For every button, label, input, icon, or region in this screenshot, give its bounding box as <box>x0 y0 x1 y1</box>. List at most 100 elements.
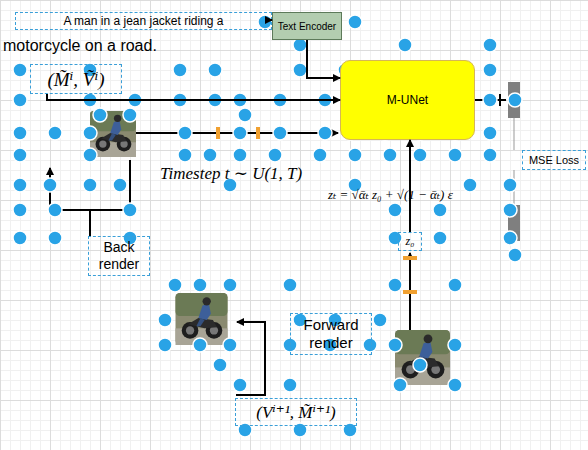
selection-handle <box>43 178 57 192</box>
arrow-connector <box>265 19 272 21</box>
selection-handle <box>483 93 497 107</box>
selection-handle <box>483 126 497 140</box>
selection-handle <box>433 231 447 245</box>
selection-handle <box>223 278 237 292</box>
selection-handle <box>213 358 227 372</box>
selection-handle <box>413 93 427 107</box>
selection-handle <box>203 148 217 162</box>
node-text: zₜ = √ᾱₜ z₀ + √(1 − ᾱₜ) ε <box>328 187 453 203</box>
selection-handle <box>258 15 272 29</box>
render-label: Back render <box>88 236 150 276</box>
selection-handle <box>13 93 27 107</box>
selection-handle <box>448 126 462 140</box>
node-text: z₀ <box>406 234 415 249</box>
selection-handle <box>178 148 192 162</box>
selection-handle <box>508 93 522 107</box>
latent-box: z₀ <box>398 232 422 251</box>
selection-handle <box>293 63 307 77</box>
selection-handle <box>413 358 427 372</box>
selection-handle <box>293 38 307 52</box>
selection-handle <box>388 278 402 292</box>
node-text: M-UNet <box>387 93 428 139</box>
selection-handle <box>193 278 207 292</box>
selection-handle <box>238 423 252 437</box>
selection-handle <box>293 313 307 327</box>
selection-handle <box>378 63 392 77</box>
render-label: Forward render <box>290 313 372 355</box>
selection-handle <box>233 148 247 162</box>
node-text: Forward render <box>291 316 371 352</box>
node-text: Text Encoder <box>278 21 336 32</box>
selection-handle <box>448 278 462 292</box>
selection-handle <box>123 203 137 217</box>
timestep-label: Timestep t ∼ U(1, T) <box>160 162 350 184</box>
selection-handle <box>13 148 27 162</box>
selection-handle <box>343 423 357 437</box>
selection-handle <box>13 231 27 245</box>
selection-handle <box>123 231 137 245</box>
selection-handle <box>283 15 297 29</box>
selection-handle <box>313 148 327 162</box>
selection-handle <box>413 126 427 140</box>
selection-handle <box>93 108 107 122</box>
selection-handle <box>13 203 27 217</box>
selection-handle <box>273 126 287 140</box>
selection-handle <box>383 148 397 162</box>
selection-handle <box>158 338 172 352</box>
selection-handle <box>83 148 97 162</box>
selection-handle <box>388 231 402 245</box>
selection-handle <box>373 313 387 327</box>
selection-handle <box>238 108 252 122</box>
selection-handle <box>348 148 362 162</box>
selection-handle <box>233 126 247 140</box>
node-text: A man in a jean jacket riding a <box>15 12 272 30</box>
selection-handle <box>83 126 97 140</box>
selection-handle <box>463 178 477 192</box>
selection-handle <box>123 108 137 122</box>
selection-handle <box>483 38 497 52</box>
selection-handle <box>483 63 497 77</box>
selection-handle <box>173 63 187 77</box>
selection-handle <box>503 178 517 192</box>
selection-handle <box>348 178 362 192</box>
selection-handle <box>508 248 522 262</box>
selection-handle <box>388 203 402 217</box>
unet-box: M-UNet <box>340 60 475 140</box>
loss-label: MSE Loss <box>522 150 586 170</box>
selection-handle <box>283 378 297 392</box>
selection-handle <box>223 338 237 352</box>
selection-handle <box>223 178 237 192</box>
selection-handle <box>13 126 27 140</box>
selection-handle <box>48 203 62 217</box>
selection-handle <box>323 338 337 352</box>
caption-text: A man in a jean jacket riding amotorcycl… <box>3 12 265 58</box>
selection-handle <box>208 63 222 77</box>
text-encoder-box: Text Encoder <box>272 12 342 40</box>
selection-handle <box>83 63 97 77</box>
math-label: (M̃ⁱ, Ṽⁱ) <box>30 64 122 94</box>
selection-handle <box>318 126 332 140</box>
selection-handle <box>283 278 297 292</box>
formula-label: zₜ = √ᾱₜ z₀ + √(1 − ᾱₜ) ε <box>328 185 514 205</box>
selection-handle <box>283 338 297 352</box>
selection-handle <box>328 313 342 327</box>
node-text: Timestep t ∼ U(1, T) <box>160 163 302 184</box>
node-text: (M̃ⁱ, Ṽⁱ) <box>47 68 104 91</box>
selection-handle <box>293 423 307 437</box>
selection-handle <box>358 93 372 107</box>
selection-handle <box>343 126 357 140</box>
selection-handle <box>448 148 462 162</box>
selection-handle <box>338 63 352 77</box>
node-text: motorcycle on a road. <box>3 36 157 56</box>
selection-handle <box>268 148 282 162</box>
selection-handle <box>503 203 517 217</box>
selection-handle <box>503 231 517 245</box>
selection-handle <box>48 126 62 140</box>
selection-handle <box>413 148 427 162</box>
selection-handle <box>83 178 97 192</box>
selection-handle <box>323 15 337 29</box>
selection-handle <box>113 178 127 192</box>
